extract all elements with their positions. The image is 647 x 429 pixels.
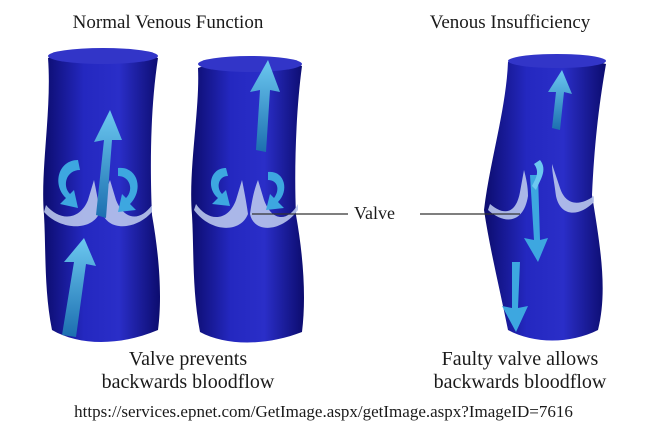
caption-normal: Valve prevents backwards bloodflow bbox=[68, 348, 308, 394]
vein-normal-open bbox=[43, 48, 160, 342]
vein-normal-closed bbox=[191, 56, 304, 343]
caption-normal-line2: backwards bloodflow bbox=[68, 371, 308, 394]
vein-body bbox=[484, 57, 606, 341]
title-normal-venous-function: Normal Venous Function bbox=[18, 12, 318, 34]
caption-insufficiency: Faulty valve allows backwards bloodflow bbox=[390, 348, 647, 394]
vein-insufficiency bbox=[484, 54, 606, 341]
vein-body bbox=[191, 59, 304, 342]
valve-label: Valve bbox=[354, 203, 395, 224]
title-venous-insufficiency: Venous Insufficiency bbox=[390, 12, 630, 34]
source-url: https://services.epnet.com/GetImage.aspx… bbox=[0, 402, 647, 422]
caption-insufficiency-line1: Faulty valve allows bbox=[390, 348, 647, 371]
caption-normal-line1: Valve prevents bbox=[68, 348, 308, 371]
caption-insufficiency-line2: backwards bloodflow bbox=[390, 371, 647, 394]
